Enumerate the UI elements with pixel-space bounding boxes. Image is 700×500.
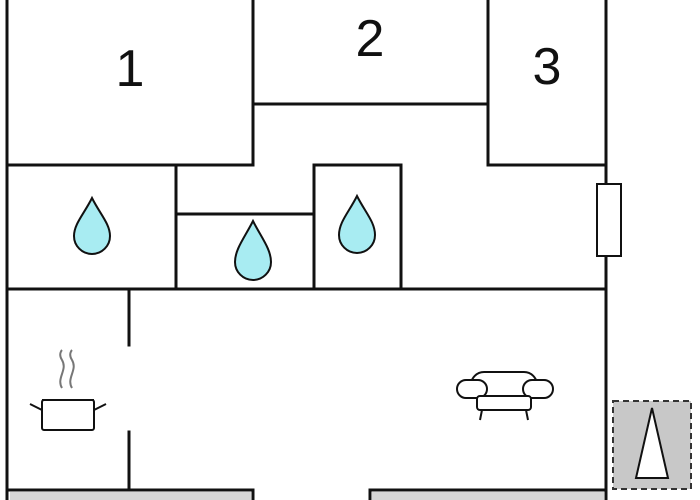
room-label-1: 1: [116, 40, 145, 98]
bottom-right-wall: [368, 488, 608, 500]
sofa-icon: [456, 371, 554, 421]
room-label-2: 2: [356, 10, 385, 68]
bottom-left-wall: [5, 488, 255, 500]
water-drop-icon: [337, 193, 377, 254]
bathroom-right-walls: [312, 163, 403, 291]
bathroom-area: [5, 163, 608, 291]
north-arrow-icon: [634, 407, 670, 479]
kitchen-area: [29, 287, 131, 490]
bedroom-3-walls: [486, 102, 608, 167]
bottom-right-strip: [372, 492, 604, 500]
water-drop-icon: [72, 195, 112, 255]
bedroom-2: 2: [251, 0, 490, 106]
right-exterior-wall: [596, 0, 622, 500]
bottom-left-strip: [10, 492, 251, 500]
cooking-pot-icon: [29, 349, 107, 431]
window-icon: [596, 183, 622, 257]
terrace: [612, 400, 692, 490]
bottom-walls: [5, 488, 608, 500]
bedroom-3: 3: [486, 38, 608, 167]
room-label-3: 3: [533, 38, 562, 96]
water-drop-icon: [233, 218, 273, 281]
bedroom-1: 1: [5, 0, 255, 167]
